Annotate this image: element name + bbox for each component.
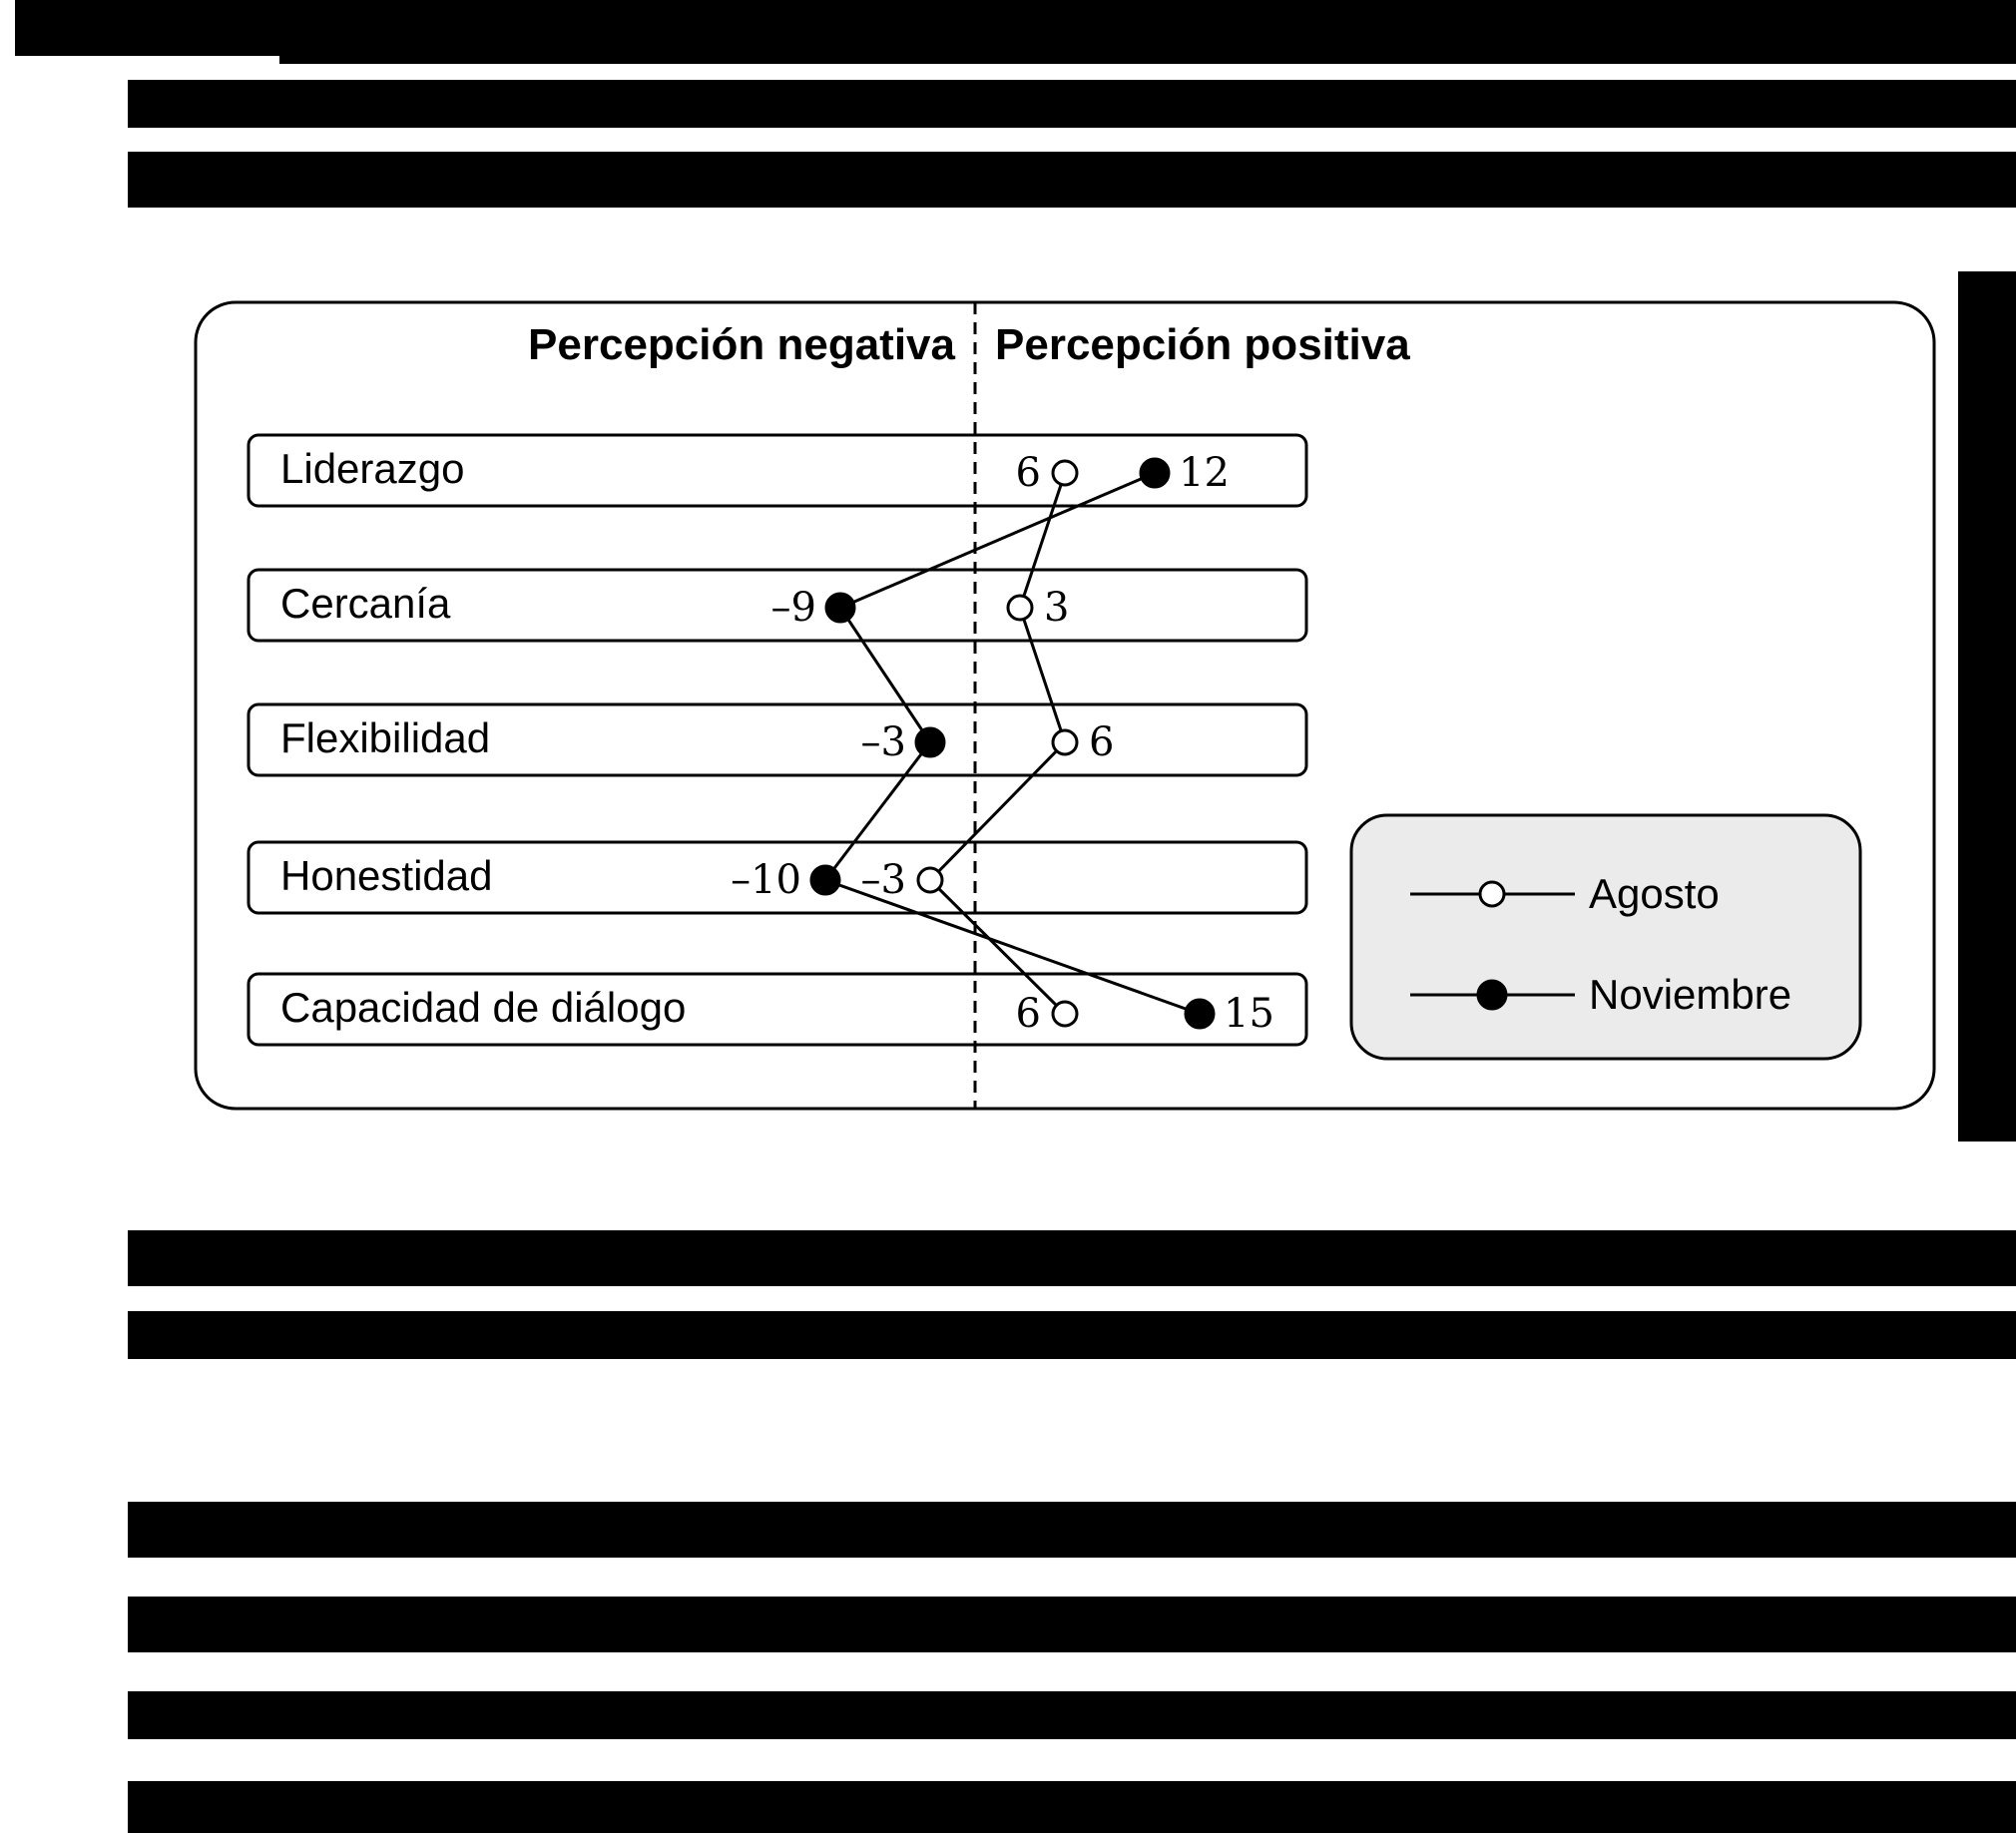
- data-label-agosto: 3: [1044, 585, 1069, 631]
- redacted-line: [128, 80, 2016, 128]
- data-point-agosto: [916, 866, 944, 894]
- data-point-noviembre: [1184, 998, 1216, 1030]
- data-point-noviembre: [809, 864, 841, 896]
- category-label: Capacidad de diálogo: [280, 984, 686, 1031]
- category-row: [247, 840, 1308, 915]
- redacted-line: [128, 1230, 2016, 1286]
- legend-label-agosto: Agosto: [1589, 870, 1720, 917]
- data-point-noviembre: [914, 726, 946, 758]
- category-label: Cercanía: [280, 580, 451, 627]
- legend-label-noviembre: Noviembre: [1589, 971, 1791, 1018]
- data-label-noviembre: –10: [731, 857, 801, 903]
- negative-header: Percepción negativa: [528, 320, 955, 369]
- redacted-line: [15, 0, 2016, 56]
- redacted-line: [128, 152, 2016, 208]
- data-label-noviembre: 12: [1179, 450, 1230, 496]
- data-label-noviembre: 15: [1224, 991, 1274, 1037]
- redacted-side-bar: [1958, 271, 2016, 1142]
- legend-marker-agosto: [1478, 880, 1506, 908]
- data-point-agosto: [1051, 728, 1079, 756]
- redacted-line: [128, 1597, 2016, 1652]
- data-point-agosto: [1006, 594, 1034, 622]
- redacted-line: [128, 1691, 2016, 1739]
- legend-box: [1349, 813, 1862, 1061]
- redacted-line: [128, 1781, 2016, 1833]
- data-point-noviembre: [1139, 457, 1171, 489]
- positive-header: Percepción positiva: [995, 320, 1410, 369]
- category-row: [247, 702, 1308, 777]
- category-label: Flexibilidad: [280, 714, 490, 761]
- legend: Agosto Noviembre: [1349, 813, 1862, 1061]
- redacted-line: [279, 56, 2016, 64]
- redacted-line: [128, 1502, 2016, 1558]
- redacted-line: [128, 1311, 2016, 1359]
- data-label-agosto: 6: [1089, 719, 1114, 765]
- legend-marker-noviembre: [1476, 979, 1508, 1011]
- category-label: Liderazgo: [280, 445, 464, 492]
- data-label-agosto: 6: [1016, 991, 1041, 1037]
- data-label-noviembre: –3: [861, 719, 906, 765]
- data-label-agosto: 6: [1016, 450, 1041, 496]
- chart-frame: [194, 300, 1936, 1111]
- data-point-noviembre: [824, 592, 856, 624]
- data-label-noviembre: –9: [771, 585, 816, 631]
- category-label: Honestidad: [280, 852, 492, 899]
- category-row: [247, 568, 1308, 643]
- data-point-agosto: [1051, 1000, 1079, 1028]
- category-row: [247, 433, 1308, 508]
- data-point-agosto: [1051, 459, 1079, 487]
